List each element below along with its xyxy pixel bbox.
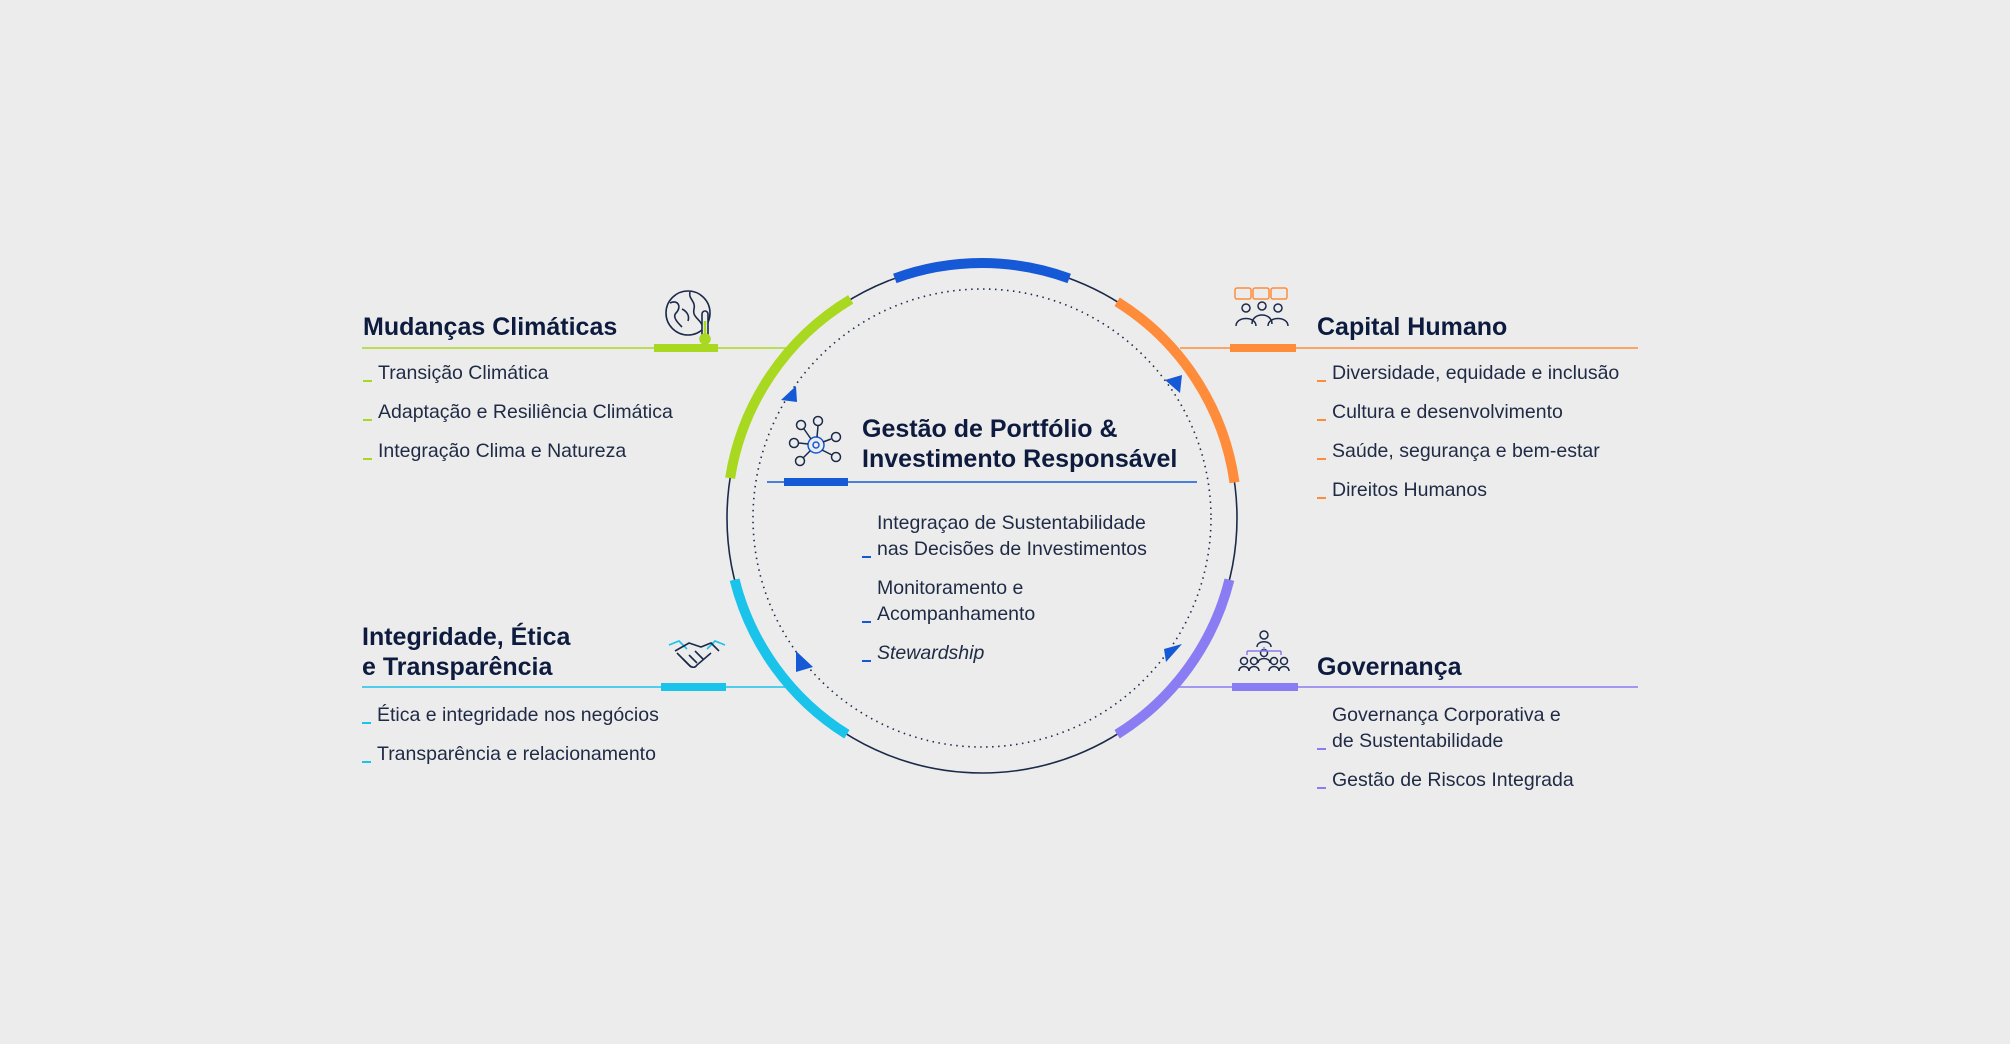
list-item: Saúde, segurança e bem-estar [1317,438,1619,464]
pillar-human-title: Capital Humano [1317,313,1508,341]
org-hierarchy-icon [1238,630,1290,672]
pillar-human-list: Diversidade, equidade e inclusão Cultura… [1317,360,1619,503]
human-accent-bar [1230,344,1296,352]
pillar-governance-title: Governança [1317,653,1462,681]
network-icon [788,415,842,467]
flow-arrow-bottom-left [796,651,813,672]
list-item: Cultura e desenvolvimento [1317,399,1619,425]
list-item: Stewardship [862,640,1177,666]
list-item: Gestão de Riscos Integrada [1317,767,1574,793]
climate-accent-bar [654,344,718,352]
pillar-human: Capital Humano Diversidade, equidade e i… [1317,312,1619,516]
integrity-accent-bar [661,683,726,691]
pillar-climate-list: Transição Climática Adaptação e Resiliên… [363,360,673,464]
flow-arrow-bottom-right [1164,644,1182,662]
people-chat-icon [1234,287,1289,327]
list-item: Ética e integridade nos negócios [362,702,659,728]
arc-climate [725,295,854,479]
globe-thermometer-icon [665,290,711,345]
pillar-integrity-list: Ética e integridade nos negócios Transpa… [362,702,659,767]
inner-dotted-ring [752,288,1212,748]
arc-integrity [729,578,850,739]
center-title: Gestão de Portfólio & Investimento Respo… [862,415,1178,473]
governance-accent-bar [1232,683,1298,691]
list-item: Diversidade, equidade e inclusão [1317,360,1619,386]
list-item: Integração Clima e Natureza [363,438,673,464]
pillar-climate-title: Mudanças Climáticas [363,313,618,341]
list-item: Transição Climática [363,360,673,386]
list-item: Direitos Humanos [1317,477,1619,503]
list-item: Adaptação e Resiliência Climática [363,399,673,425]
arc-center [893,258,1071,284]
pillar-integrity-title: Integridade, Ética e Transparência [362,623,571,681]
list-item: Transparência e relacionamento [362,741,659,767]
flow-arrow-top-right [1165,375,1182,393]
handshake-icon [668,640,726,669]
arc-human [1114,297,1240,484]
flow-arrow-top-left [781,386,797,402]
pillar-climate: Mudanças Climáticas Transição Climática … [363,312,673,477]
center-accent-bar [784,478,848,486]
arc-governance [1114,578,1235,739]
pillar-integrity: Integridade, Ética e Transparência Ética… [362,622,659,780]
center-block: Gestão de Portfólio & Investimento Respo… [862,414,1177,679]
